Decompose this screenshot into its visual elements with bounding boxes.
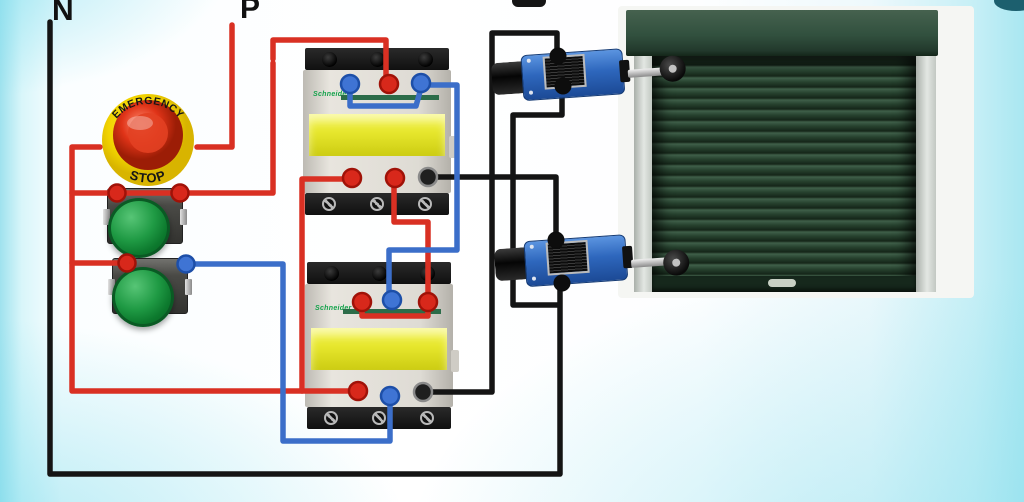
screw-hole-icon xyxy=(419,265,435,281)
door-handle xyxy=(768,279,796,287)
contactor-yellow-label xyxy=(311,328,447,370)
contactor-2: Schneider xyxy=(305,262,459,429)
screw-hole-icon xyxy=(417,51,433,67)
limit-switch-label xyxy=(542,53,587,90)
green-button-cap xyxy=(108,198,170,258)
estop-highlight xyxy=(127,116,153,130)
estop-text-bottom: STOP xyxy=(128,167,168,186)
contactor-terminal-strip xyxy=(305,193,449,215)
screw-icon xyxy=(420,411,434,425)
contactor-side-tab xyxy=(449,136,457,158)
green-button-cap xyxy=(112,267,174,327)
phase-label: P xyxy=(240,0,261,25)
screw-hole-icon xyxy=(371,265,387,281)
contactor-terminal-strip xyxy=(307,262,451,284)
emergency-stop-button: EMERGENCY STOP xyxy=(102,94,194,186)
limit-switch-label xyxy=(545,239,590,276)
contactor-green-stripe xyxy=(341,95,439,100)
estop-head-inner-ring xyxy=(128,113,168,153)
screw-hole-icon xyxy=(323,265,339,281)
close-push-button xyxy=(108,258,192,327)
contactor-green-stripe xyxy=(343,309,441,314)
cropped-corner-shape xyxy=(994,0,1024,11)
screw-icon xyxy=(322,197,336,211)
cropped-title-fragment xyxy=(512,0,546,7)
screw-hole-icon xyxy=(321,51,337,67)
contactor-terminal-strip xyxy=(307,407,451,429)
neutral-label: N xyxy=(52,0,74,27)
upper-limit-switch xyxy=(490,46,702,106)
screw-icon xyxy=(324,411,338,425)
roller-shutter-curtain xyxy=(652,56,916,292)
screw-hole-icon xyxy=(369,51,385,67)
contactor-yellow-label xyxy=(309,114,445,156)
door-header-box xyxy=(626,10,938,56)
contactor-terminal-strip xyxy=(305,48,449,70)
lever-arm xyxy=(630,257,668,268)
screw-icon xyxy=(418,197,432,211)
door-left-jamb xyxy=(634,56,652,292)
mounting-clip xyxy=(185,279,192,295)
door-right-jamb xyxy=(916,56,936,292)
mounting-clip xyxy=(180,209,187,225)
lower-limit-switch xyxy=(493,232,705,292)
open-push-button xyxy=(103,188,187,258)
contactor-side-tab xyxy=(451,350,459,372)
lever-arm xyxy=(627,67,665,78)
screw-icon xyxy=(370,197,384,211)
screw-icon xyxy=(372,411,386,425)
contactor-1: Schneider xyxy=(303,48,457,215)
